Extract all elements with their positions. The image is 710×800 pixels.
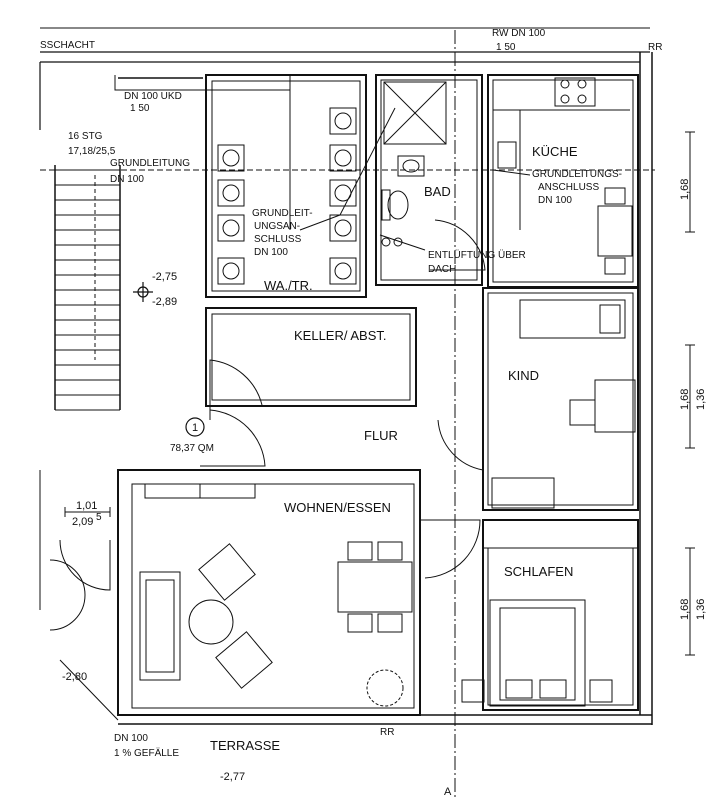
- label-dn100-bottom: DN 100: [114, 733, 148, 744]
- room-label-keller: KELLER/ ABST.: [294, 328, 387, 343]
- label-dim-209-sup: 5: [96, 512, 102, 523]
- label-rr-bottom: RR: [380, 727, 394, 738]
- label-grundleitung-dn: DN 100: [110, 174, 144, 185]
- label-rr-top: RR: [648, 42, 662, 53]
- dimension-lines: [64, 131, 695, 656]
- living-room-furniture: [139, 483, 413, 707]
- label-dim-136-b: 1,36: [695, 389, 707, 410]
- label-level-277: -2,77: [220, 771, 245, 783]
- label-level-280: -2,80: [62, 671, 87, 683]
- label-stg: 16 STG: [68, 131, 103, 142]
- label-rw-dn: RW DN 100: [492, 28, 546, 39]
- doors: [59, 219, 486, 591]
- label-grundleitung: GRUNDLEITUNG: [110, 158, 190, 169]
- label-area-number: 1: [192, 422, 198, 434]
- room-label-wa-tr: WA./TR.: [264, 278, 313, 293]
- washing-machines: [217, 107, 357, 285]
- label-rw-slope: 1 50: [496, 42, 516, 53]
- bathroom-fixtures: [381, 81, 447, 247]
- label-entlueftung-line1: ENTLÜFTUNG ÜBER: [428, 249, 526, 261]
- label-kueche-anschluss-line1: GRUNDLEITUNGS-: [532, 169, 622, 180]
- label-dn100ukd-slope: 1 50: [130, 103, 150, 114]
- label-anschluss-line2: UNGSAN-: [254, 221, 300, 232]
- terrace: [39, 470, 119, 721]
- label-dim-136-c: 1,36: [695, 599, 707, 620]
- room-label-flur: FLUR: [364, 428, 398, 443]
- label-anschluss-line3: SCHLUSS: [254, 234, 302, 245]
- label-level-a: -2,75: [152, 271, 177, 283]
- label-anschluss-line1: GRUNDLEIT-: [252, 208, 313, 219]
- label-area-value: 78,37 QM: [170, 443, 214, 454]
- staircase: [54, 165, 121, 411]
- label-dim-101: 1,01: [76, 500, 97, 512]
- label-dn100ukd: DN 100 UKD: [124, 91, 182, 102]
- label-anschluss-line4: DN 100: [254, 247, 288, 258]
- label-schacht: SSCHACHT: [40, 40, 95, 51]
- pipes: [40, 27, 655, 800]
- room-label-bad: BAD: [424, 184, 451, 199]
- kids-room-furniture: [491, 299, 636, 509]
- label-dim-168-a: 1,68: [679, 179, 691, 200]
- area-marker-circle: [185, 417, 205, 437]
- label-level-b: -2,89: [152, 296, 177, 308]
- room-label-terrasse: TERRASSE: [210, 738, 280, 753]
- room-label-schlafen: SCHLAFEN: [504, 564, 573, 579]
- room-label-kueche: KÜCHE: [532, 144, 578, 159]
- label-dim-209: 2,09: [72, 516, 93, 528]
- label-kueche-anschluss-line3: DN 100: [538, 195, 572, 206]
- level-marker-symbol: [133, 282, 153, 302]
- label-dim-168-b: 1,68: [679, 389, 691, 410]
- label-dim-168-c: 1,68: [679, 599, 691, 620]
- label-kueche-anschluss-line2: ANSCHLUSS: [538, 182, 599, 193]
- label-gefaelle: 1 % GEFÄLLE: [114, 747, 179, 759]
- label-section-mark: A: [444, 786, 452, 798]
- room-label-kind: KIND: [508, 368, 539, 383]
- room-label-wohnen: WOHNEN/ESSEN: [284, 500, 391, 515]
- bedroom-furniture: [461, 599, 613, 707]
- label-entlueftung-line2: DACH: [428, 264, 456, 275]
- label-stg-dims: 17,18/25,5: [68, 146, 116, 157]
